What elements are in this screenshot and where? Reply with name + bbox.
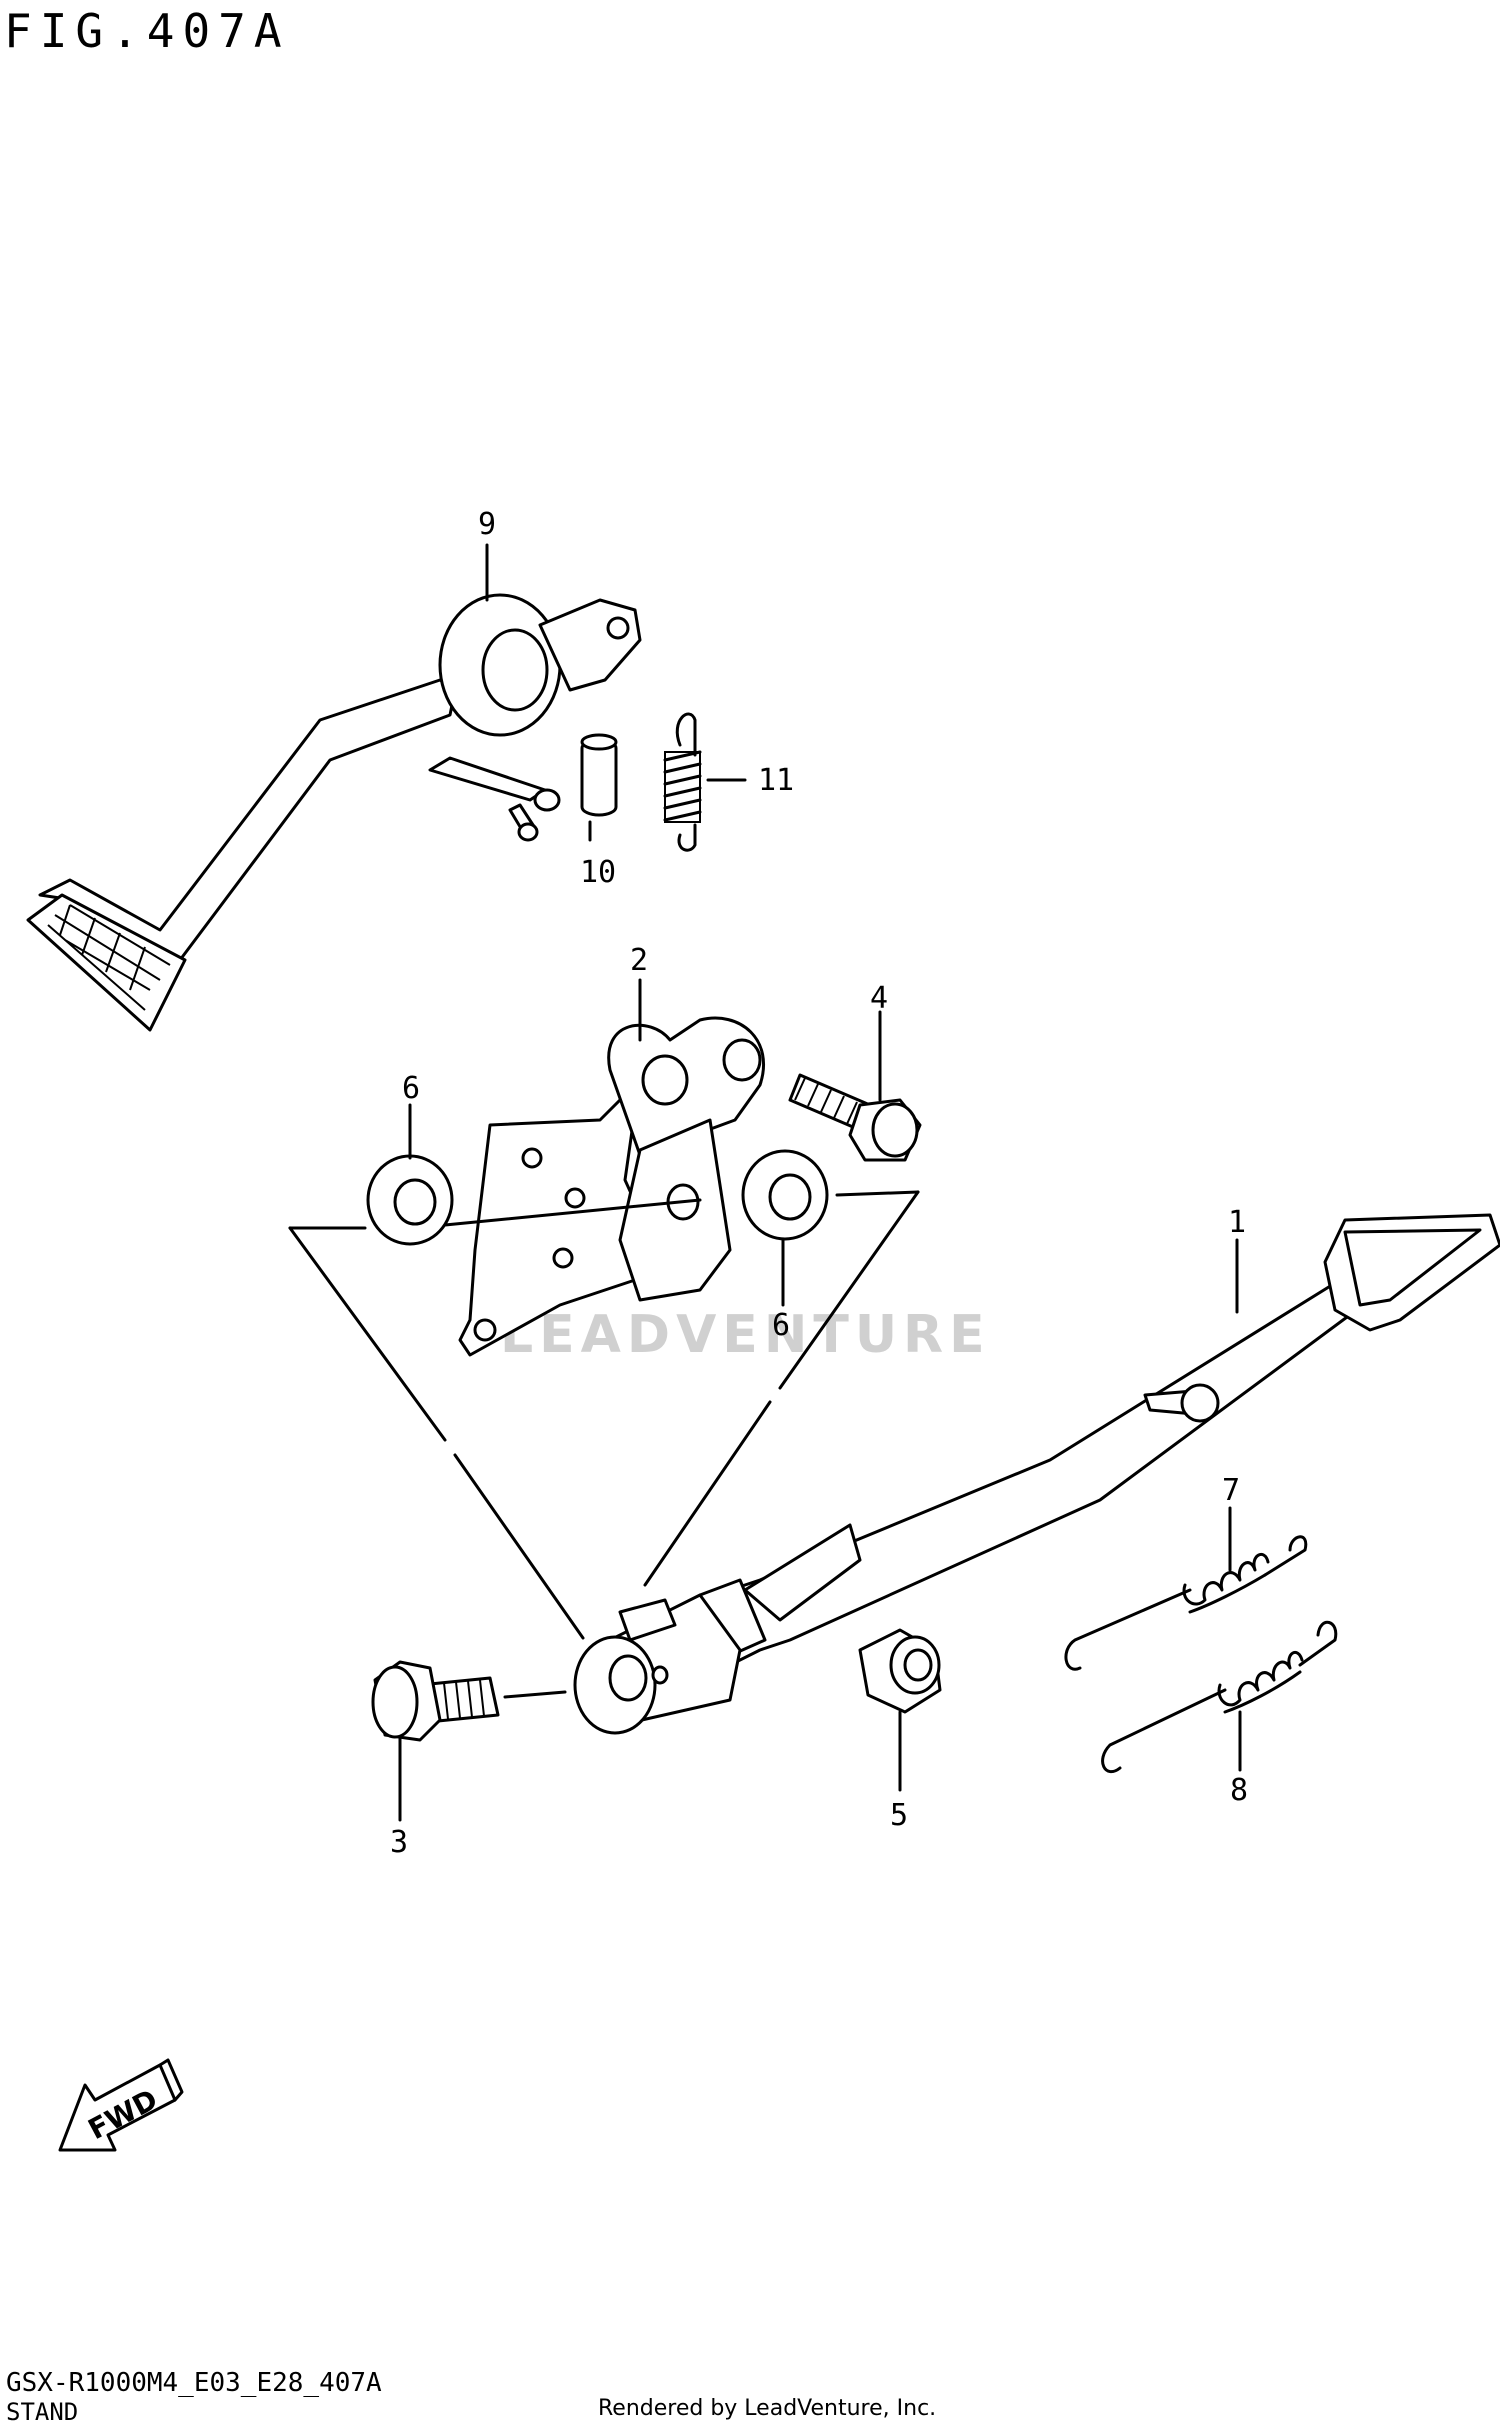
callout-6-right: 6 — [772, 1308, 790, 1343]
stand-part-1[interactable] — [573, 1213, 1500, 1735]
bolt-part-3[interactable] — [371, 1660, 567, 1742]
washer-right-part-6[interactable] — [741, 1149, 829, 1241]
callout-3: 3 — [390, 1825, 408, 1860]
leader-lines — [398, 543, 1242, 1822]
callout-2: 2 — [630, 943, 648, 978]
assembly-guide-lines — [288, 1190, 920, 1640]
callout-1: 1 — [1228, 1205, 1246, 1240]
section-name: STAND — [6, 2398, 79, 2426]
fwd-arrow-icon: FWD — [58, 2058, 184, 2152]
callout-10: 10 — [580, 855, 616, 890]
washer-left-part-6[interactable] — [366, 1154, 454, 1246]
pin-part-10[interactable] — [580, 733, 618, 817]
callout-9: 9 — [478, 507, 496, 542]
figure-title: FIG.407A — [4, 4, 290, 58]
watermark: LEADVENTURE — [500, 1305, 991, 1365]
callout-5: 5 — [890, 1798, 908, 1833]
callout-11: 11 — [758, 763, 794, 798]
spring-part-11[interactable] — [663, 712, 702, 852]
callout-4: 4 — [870, 981, 888, 1016]
callout-6-left: 6 — [402, 1071, 420, 1106]
spring-part-8[interactable] — [1101, 1621, 1338, 1774]
pedal-part-9[interactable] — [26, 593, 642, 1032]
diagram-code: GSX-R1000M4_E03_E28_407A — [6, 2368, 382, 2398]
render-credit: Rendered by LeadVenture, Inc. — [598, 2396, 937, 2421]
callout-8: 8 — [1230, 1773, 1248, 1808]
bracket-part-2[interactable] — [458, 1016, 766, 1357]
bolt-part-4[interactable] — [788, 1073, 922, 1162]
spring-part-7[interactable] — [1064, 1535, 1308, 1671]
nut-part-5[interactable] — [858, 1628, 942, 1714]
callout-7: 7 — [1222, 1473, 1240, 1508]
